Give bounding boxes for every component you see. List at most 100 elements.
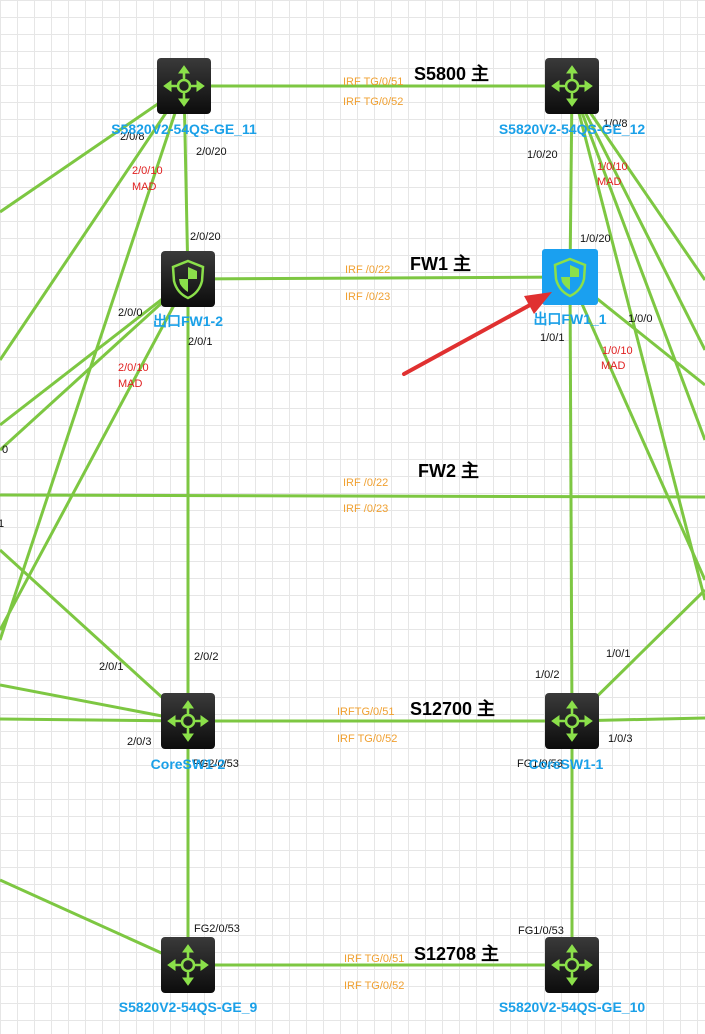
port-label: FG1/0/53 (517, 758, 563, 770)
device-body (157, 58, 211, 114)
port-label: 1/0/1 (540, 332, 564, 344)
device-label: CoreSW1-2 (151, 756, 226, 772)
device-body (161, 693, 215, 749)
irf-group-s12708: S12708 主 IRF TG/0/51 IRF TG/0/52 (344, 943, 499, 992)
port-label: 2/0/1 (99, 661, 123, 673)
link-fw2-left[interactable] (0, 278, 190, 631)
irf-group-title: FW1 主 (410, 253, 471, 274)
irf-port-label: IRF /0/23 (345, 291, 390, 303)
port-label: 1/0/2 (535, 669, 559, 681)
device-core1[interactable] (545, 693, 599, 749)
port-label: FG1/0/53 (518, 925, 564, 937)
device-label: S5820V2-54QS-GE_11 (111, 121, 257, 137)
irf-port-label: IRF TG/0/51 (343, 76, 403, 88)
firewall-shield-icon (171, 259, 205, 300)
irf-group-fw2: FW2 主 IRF /0/22 IRF /0/23 (343, 460, 479, 515)
device-label: S5820V2-54QS-GE_10 (499, 999, 646, 1015)
device-label-layer: S5820V2-54QS-GE_11 S5820V2-54QS-GE_12 出口… (111, 121, 645, 1015)
link-sw11-fw2[interactable] (182, 85, 190, 280)
port-label: 2/0/1 (188, 336, 212, 348)
device-sw9[interactable] (161, 937, 215, 993)
irf-port-label: IRF TG/0/52 (343, 96, 403, 108)
router-switch-icon (163, 65, 205, 107)
link-sw9-left[interactable] (0, 878, 189, 967)
device-label: CoreSW1-1 (529, 756, 604, 772)
router-switch-icon (551, 944, 593, 986)
device-label: S5820V2-54QS-GE_9 (119, 999, 258, 1015)
link-fw2-left[interactable] (0, 277, 190, 452)
port-label: 1 (0, 518, 4, 530)
router-switch-icon (551, 65, 593, 107)
mad-label: MAD (601, 360, 626, 372)
link-core2-left[interactable] (0, 717, 189, 723)
port-label-layer: 2/0/8 2/0/20 2/0/10 MAD 1/0/8 1/0/20 1/0… (0, 118, 652, 937)
device-body (161, 937, 215, 993)
device-fw2[interactable] (161, 251, 215, 307)
link-fw1-core1[interactable] (568, 276, 574, 722)
irf-group-title: FW2 主 (418, 460, 479, 481)
irf-group-title: S12708 主 (414, 943, 499, 964)
port-label: 1/0/0 (628, 313, 652, 325)
device-body (545, 693, 599, 749)
port-label: 2/0/0 (118, 307, 142, 319)
device-sw12[interactable] (545, 58, 599, 114)
link-fw2-left[interactable] (0, 277, 189, 427)
device-fw1[interactable] (542, 249, 598, 305)
link-layer (0, 84, 705, 967)
port-label: 2/0/8 (120, 131, 144, 143)
mad-port-label: 1/0/10 (602, 345, 633, 357)
link-sw11-left[interactable] (0, 85, 186, 641)
irf-group-title: S5800 主 (414, 63, 489, 84)
annotation-arrow (402, 292, 552, 376)
mad-label: MAD (597, 176, 622, 188)
link-fw2-irf[interactable] (0, 493, 705, 499)
mad-label: MAD (118, 378, 143, 390)
router-switch-icon (551, 700, 593, 742)
port-label: 1/0/1 (606, 648, 630, 660)
irf-port-label: IRF /0/23 (343, 503, 388, 515)
device-sw11[interactable] (157, 58, 211, 114)
link-sw11-left[interactable] (0, 85, 186, 361)
firewall-shield-icon (553, 257, 587, 298)
link-fw1-right[interactable] (568, 276, 705, 581)
link-sw12-right[interactable] (570, 85, 705, 601)
irf-port-label: IRF TG/0/52 (344, 980, 404, 992)
device-label: 出口FW1-2 (153, 313, 223, 329)
link-core2-left[interactable] (0, 683, 189, 723)
device-core2[interactable] (161, 693, 215, 749)
irf-port-label: IRF TG/0/52 (337, 733, 397, 745)
link-sw12-right[interactable] (570, 85, 705, 281)
link-sw12-right[interactable] (570, 85, 705, 351)
router-switch-icon (167, 944, 209, 986)
link-sw11-left[interactable] (0, 84, 185, 214)
mad-port-label: 1/0/10 (597, 161, 628, 173)
port-label: 2/0/3 (127, 736, 151, 748)
link-fw1-irf[interactable] (187, 275, 571, 281)
mad-port-label: 2/0/10 (132, 165, 163, 177)
port-label: 1/0/20 (527, 149, 558, 161)
link-sw12-right[interactable] (570, 85, 705, 441)
port-label: FG2/0/53 (193, 758, 239, 770)
irf-port-label: IRF /0/22 (343, 477, 388, 489)
port-label: 1/0/8 (603, 118, 627, 130)
mad-label: MAD (132, 181, 157, 193)
device-sw10[interactable] (545, 937, 599, 993)
port-label: 2/0/20 (190, 231, 221, 243)
device-layer (157, 58, 599, 993)
irf-port-label: IRF /0/22 (345, 264, 390, 276)
link-sw12-fw1[interactable] (568, 85, 574, 278)
irf-group-s5800: S5800 主 IRF TG/0/51 IRF TG/0/52 (343, 63, 489, 108)
link-core2-left[interactable] (0, 548, 190, 723)
router-switch-icon (167, 700, 209, 742)
port-label: 1/0/3 (608, 733, 632, 745)
device-label: 出口FW1_1 (533, 311, 606, 327)
irf-group-title: S12700 主 (410, 698, 495, 719)
device-label: S5820V2-54QS-GE_12 (499, 121, 646, 137)
irf-group-fw1: FW1 主 IRF /0/22 IRF /0/23 (345, 253, 471, 303)
port-label: 1/0/20 (580, 233, 611, 245)
port-label: 2/0/2 (194, 651, 218, 663)
port-label: FG2/0/53 (194, 923, 240, 935)
irf-group-s12700: S12700 主 IRFTG/0/51 IRF TG/0/52 (337, 698, 495, 745)
irf-port-label: IRF TG/0/51 (344, 953, 404, 965)
